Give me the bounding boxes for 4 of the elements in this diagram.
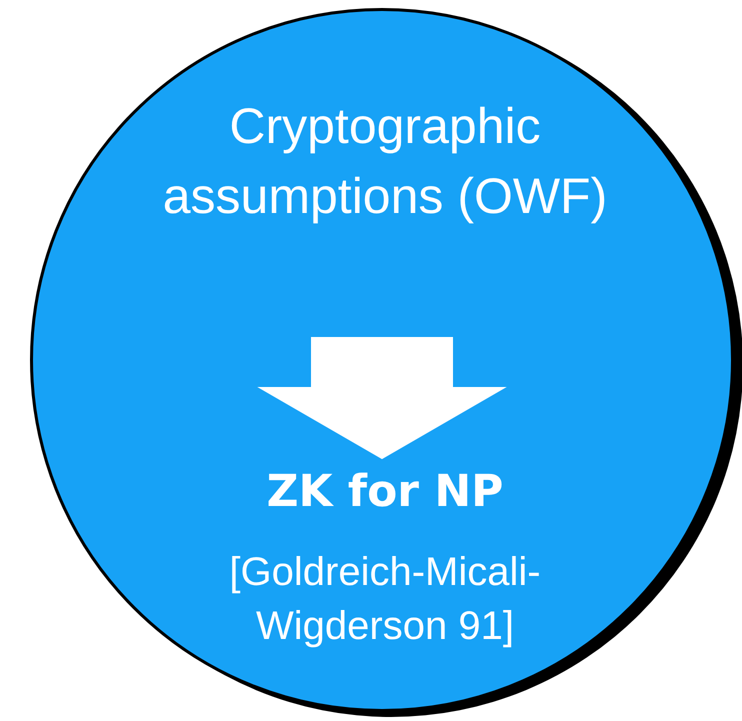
heading-text: ZK for NP <box>266 465 504 519</box>
citation-text: [Goldreich-Micali-Wigderson 91] <box>228 548 542 650</box>
block-arrow <box>257 337 507 460</box>
node-text: Cryptographic assumptions (OWF) <box>162 97 608 226</box>
